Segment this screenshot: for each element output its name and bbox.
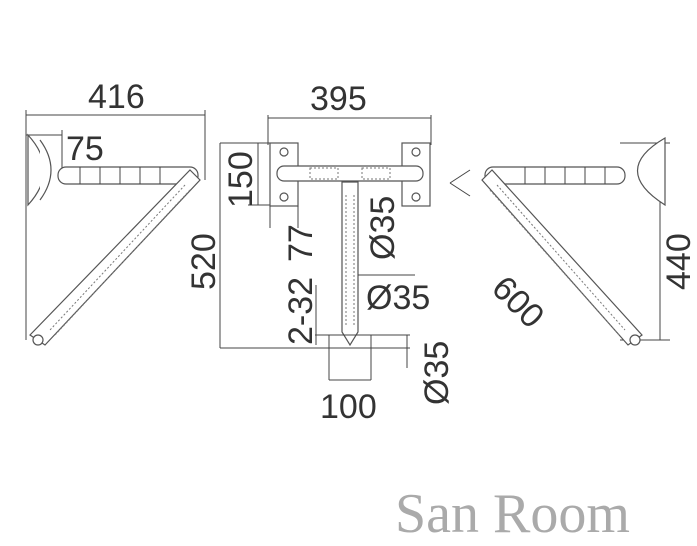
- total-height-label: 520: [185, 233, 223, 290]
- left-offset-label: 75: [66, 130, 104, 168]
- dia-mid-label: Ø35: [366, 279, 430, 317]
- plate-width-label: 77: [282, 224, 320, 262]
- dia-top-label: Ø35: [364, 196, 402, 260]
- right-side-view: 440 600: [449, 136, 697, 346]
- dia-base-label: Ø35: [418, 341, 456, 405]
- right-length-label: 600: [484, 269, 551, 336]
- front-view: 150 520 77 2-32 Ø35 Ø35 Ø35 100 395: [185, 80, 456, 426]
- watermark: San Room: [395, 483, 630, 545]
- right-height-label: 440: [660, 233, 697, 290]
- left-side-view: 416 75: [25, 78, 206, 346]
- base-width-label: 100: [320, 388, 377, 426]
- front-width-label: 395: [310, 80, 367, 118]
- plate-height-label: 150: [222, 151, 260, 208]
- holes-label: 2-32: [282, 277, 320, 345]
- left-width-label: 416: [88, 78, 145, 116]
